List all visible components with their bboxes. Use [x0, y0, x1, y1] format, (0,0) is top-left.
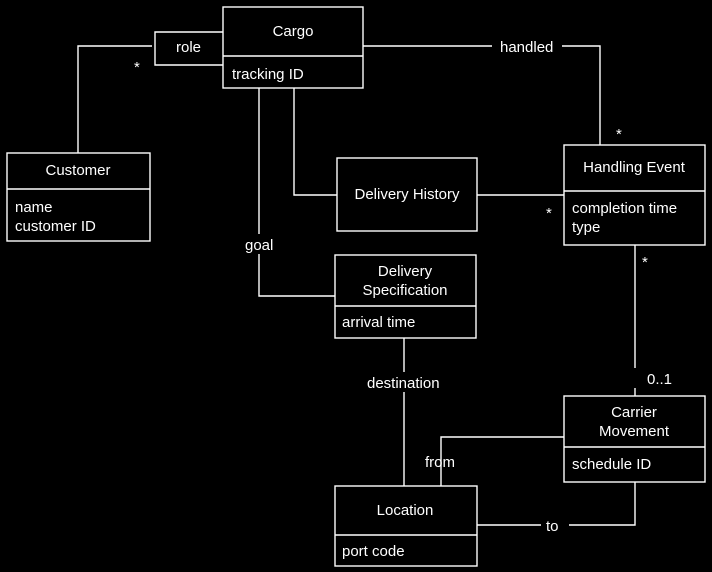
- delivery-spec-name-line1: Delivery: [378, 263, 433, 280]
- carrier-movement-name-line2: Movement: [599, 423, 670, 440]
- customer-name: Customer: [45, 162, 110, 179]
- cargo-attr-tracking-id: tracking ID: [232, 66, 304, 83]
- class-delivery-specification[interactable]: Delivery Specification arrival time: [334, 254, 477, 339]
- goal-label: goal: [245, 237, 273, 254]
- multiplicity-carrier: 0..1: [647, 371, 672, 388]
- mult-carrier-bg: [625, 368, 647, 388]
- cargo-name: Cargo: [273, 23, 314, 40]
- class-delivery-history[interactable]: Delivery History: [336, 157, 478, 232]
- handling-event-name: Handling Event: [583, 159, 686, 176]
- association-lines: [77, 31, 636, 526]
- role-qualifier-box: [154, 31, 223, 66]
- delivery-spec-name-line2: Specification: [362, 282, 447, 299]
- carrier-movement-name-line1: Carrier: [611, 404, 657, 421]
- customer-attr-customer-id: customer ID: [15, 218, 96, 235]
- class-carrier-movement[interactable]: Carrier Movement schedule ID: [563, 395, 706, 483]
- multiplicity-history: *: [546, 205, 552, 222]
- handling-event-attr-completion-time: completion time: [572, 200, 677, 217]
- role-label: role: [176, 39, 201, 56]
- multiplicity-customer: *: [134, 59, 140, 76]
- destination-label: destination: [367, 375, 440, 392]
- multiplicity-handled: *: [616, 126, 622, 143]
- from-association: [440, 436, 564, 486]
- location-name: Location: [377, 502, 434, 519]
- handling-event-attr-type: type: [572, 219, 600, 236]
- customer-attr-name: name: [15, 199, 53, 216]
- destination-label-bg: [364, 372, 448, 392]
- class-location[interactable]: Location port code: [334, 485, 478, 567]
- to-label-bg: [541, 516, 569, 534]
- goal-label-bg: [240, 234, 280, 254]
- delivery-history-name: Delivery History: [354, 186, 460, 203]
- carrier-movement-attr-schedule-id: schedule ID: [572, 456, 651, 473]
- from-label: from: [425, 454, 455, 471]
- location-attr-port-code: port code: [342, 543, 405, 560]
- to-label: to: [546, 518, 559, 535]
- class-customer[interactable]: Customer name customer ID: [6, 152, 151, 242]
- class-cargo[interactable]: Cargo tracking ID: [222, 6, 364, 89]
- handled-label: handled: [500, 39, 553, 56]
- handled-label-bg: [492, 37, 562, 55]
- goal-association: [258, 88, 335, 297]
- handled-association: [363, 45, 601, 145]
- multiplicity-handling-down: *: [642, 254, 648, 271]
- role-association: [77, 45, 152, 153]
- to-association: [477, 482, 636, 526]
- history-association-cargo: [293, 88, 337, 196]
- class-handling-event[interactable]: Handling Event completion time type: [563, 144, 706, 246]
- delivery-spec-attr-arrival-time: arrival time: [342, 314, 415, 331]
